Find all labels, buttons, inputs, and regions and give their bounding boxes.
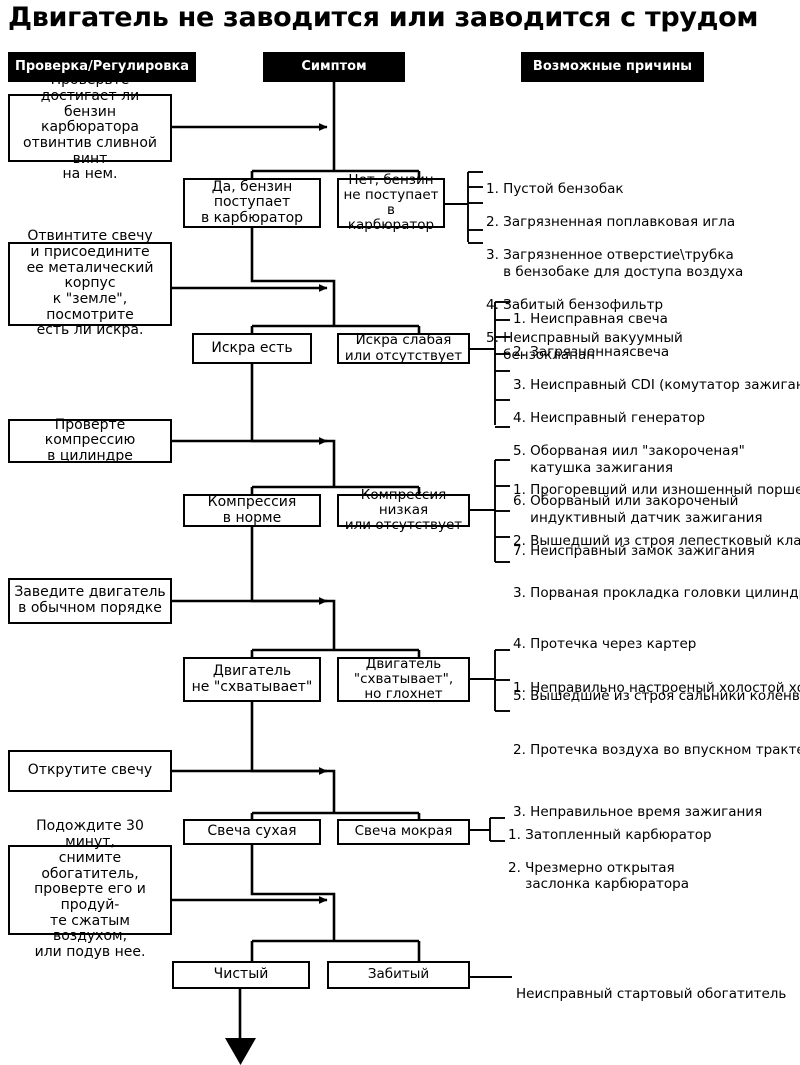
check-box-fuel[interactable]: Проверьте достигает ли бензин карбюратор… [8,72,172,182]
cause-item: 6. Оборваный или закороченый индуктивный… [513,493,763,526]
cause-item: 4. Неисправный генератор [513,410,706,427]
causes-list-plug: 1. Затопленный карбюратор 2. Чрезмерно о… [508,810,712,910]
cause-item: 2. Протечка воздуха во впускном тракте [513,742,800,759]
cause-item: 3. Неправильное время зажигания [513,804,763,821]
flow-terminator-arrow [225,1038,256,1065]
cause-item: 3. Загрязненное отверстие\трубка в бензо… [486,246,744,280]
symptom-box-start-stalls[interactable]: Двигатель "схватывает", но глохнет [337,656,470,702]
page-title: Двигатель не заводится или заводится с т… [8,2,759,33]
causes-list-enrichener: Неисправный стартовый обогатитель [516,969,786,1019]
cause-item: 1. Неправильно настроеный холостой ход [513,680,800,697]
cause-item: 4. Забитый бензофильтр [486,296,664,313]
cause-item: 2. Загрязненнаясвеча [513,343,670,360]
check-box-compression[interactable]: Проверте компрессию в цилиндре [8,417,172,464]
cause-item: 5. Неисправный вакуумный бензоклапан [486,329,683,363]
symptom-box-start-ok[interactable]: Двигатель не "схватывает" [183,657,321,702]
cause-item: 1. Затопленный карбюратор [508,826,712,843]
cause-item: 2. Загрязненная поплавковая игла [486,213,736,230]
cause-item: 1. Прогоревший или изношенный поршень [513,481,800,498]
cause-item: 2. Чрезмерно открытая заслонка карбюрато… [508,859,689,893]
cause-item: 7. Неисправный замок зажигания [513,542,755,559]
cause-item: 4. Протечка через картер [513,636,697,653]
symptom-box-plug-wet[interactable]: Свеча мокрая [337,819,470,845]
cause-item: 5. Вышедшие из строя сальники коленвала [513,688,800,705]
cause-item: Неисправный стартовый обогатитель [516,985,787,1002]
causes-list-compression: 1. Прогоревший или изношенный поршень 2.… [513,452,800,736]
symptom-box-spark-ok[interactable]: Искра есть [192,333,312,364]
cause-item: 5. Оборваная иил "закороченая" катушка з… [513,443,745,476]
symptom-box-enrichener-clogged[interactable]: Забитый [327,961,470,989]
symptom-box-compression-ok[interactable]: Компрессия в норме [183,494,321,527]
symptom-box-spark-weak[interactable]: Искра слабая или отсутствует [337,333,470,364]
check-box-plug[interactable]: Открутите свечу [8,750,172,792]
cause-item: 1. Неисправная свеча [513,310,668,327]
symptom-box-fuel-ok[interactable]: Да, бензин поступает в карбюратор [183,178,321,228]
column-header-check: Проверка/Регулировка [8,52,196,82]
column-header-symptom: Симптом [263,52,405,82]
cause-item: 1. Пустой бензобак [486,180,624,197]
cause-item: 3. Порваная прокладка головки цилиндра [513,584,800,601]
causes-list-fuel: 1. Пустой бензобак 2. Загрязненная попла… [486,164,743,380]
symptom-box-compression-low[interactable]: Компрессия низкая или отсутствует [337,487,470,533]
symptom-box-enrichener-clean[interactable]: Чистый [172,961,310,989]
check-box-enrichener[interactable]: Подождите 30 минут, снимите обогатитель,… [8,819,172,960]
column-header-causes: Возможные причины [521,52,704,82]
cause-item: 2. Вышедший из строя лепестковый клапан [513,533,800,550]
symptom-box-fuel-no[interactable]: Нет, бензин не поступает в карбюратор [337,172,445,233]
causes-list-start: 1. Неправильно настроеный холостой ход 2… [513,642,800,859]
check-box-spark[interactable]: Отвинтите свечу и присоедините ее метали… [8,228,172,338]
causes-list-spark: 1. Неисправная свеча 2. Загрязненнаясвеч… [513,294,800,576]
check-box-start[interactable]: Заведите двигатель в обычном порядке [8,578,172,624]
symptom-box-plug-dry[interactable]: Свеча сухая [183,819,321,845]
cause-item: 3. Неисправный CDI (комутатор зажигания) [513,376,800,393]
